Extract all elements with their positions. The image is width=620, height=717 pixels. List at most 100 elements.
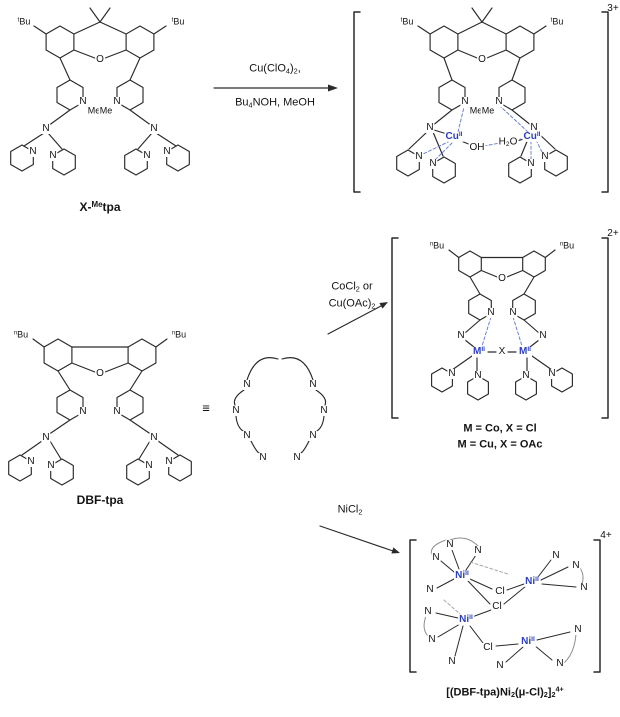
tbu-base: Bu — [19, 16, 31, 27]
n-atom-label: N — [78, 96, 88, 107]
n-atom-label: N — [28, 146, 38, 157]
me-label: Me — [480, 105, 496, 116]
nbu-label: nBu — [12, 330, 30, 340]
tbu-label: tBu — [16, 16, 32, 27]
o-atom-label: O — [497, 273, 507, 284]
n-atom-label: N — [494, 96, 504, 107]
tbu-label: tBu — [170, 16, 186, 27]
me-label: Me — [98, 105, 114, 116]
cu-base: Cu — [445, 131, 459, 143]
n-atom-label: N — [162, 146, 172, 157]
product3-charge: 4+ — [600, 530, 612, 541]
cl-atom-label: Cl — [482, 642, 494, 653]
n-atom-label: N — [414, 151, 424, 162]
tbu-label: tBu — [549, 16, 565, 27]
n-atom-label: N — [231, 405, 241, 416]
nbu-base: Bu — [175, 329, 187, 340]
ni-sup: II — [531, 635, 535, 643]
n-atom-label: N — [573, 624, 583, 635]
n-atom-label: N — [508, 307, 518, 318]
reactant1-name: X-Metpa — [80, 201, 121, 213]
n-atom-label: N — [242, 430, 252, 441]
me-label: Me — [86, 105, 102, 116]
n-atom-label: N — [144, 460, 154, 471]
n-atom-label: N — [425, 122, 435, 133]
tbu-sup: t — [400, 17, 403, 24]
txt-sub: 2 — [355, 284, 360, 294]
reactant2-name: DBF-tpa — [76, 493, 124, 507]
nbu-base: Bu — [563, 240, 575, 251]
cu-metal-label: CuII — [444, 130, 464, 143]
txt: , — [297, 62, 301, 75]
n-atom-label: N — [579, 582, 589, 593]
tbu-sup: t — [550, 17, 553, 24]
ni-metal-label: NiII — [520, 635, 536, 648]
tbu-base: Bu — [552, 16, 564, 27]
n-atom-label: N — [571, 560, 581, 571]
product3-skeleton — [409, 537, 601, 673]
n-atom-label: N — [551, 550, 561, 561]
nbu-sup: n — [171, 330, 176, 337]
p3-sub1: 2 — [510, 690, 516, 700]
n-atom-label: N — [427, 634, 437, 645]
n-atom-label: N — [486, 307, 496, 318]
txt: NiCl — [337, 503, 359, 516]
tbu-sup: t — [171, 17, 174, 24]
reaction1-conditions-line1: Cu(ClO4)2, — [249, 63, 301, 74]
m-base: M — [472, 346, 482, 358]
n-atom-label: N — [423, 606, 433, 617]
n-atom-label: N — [526, 158, 536, 169]
ni-base: Ni — [455, 570, 466, 582]
cu-sup: II — [458, 130, 463, 138]
equivalence-symbol: ≡ — [202, 400, 210, 416]
n-atom-label: N — [242, 379, 252, 390]
p3-s1: [(DBF-tpa)Ni — [446, 686, 511, 699]
o-atom-label: O — [95, 368, 105, 379]
txt: CoCl — [331, 280, 356, 293]
n-atom-label: N — [538, 330, 548, 341]
n-atom-label: N — [428, 158, 438, 169]
oh-label: OH — [468, 142, 486, 153]
txt-sub: 4 — [285, 66, 290, 76]
txt-sub: 2 — [371, 301, 376, 311]
product1-charge: 3+ — [607, 3, 619, 14]
n-atom-label: N — [26, 456, 36, 467]
m-sup: II — [527, 345, 532, 353]
n-atom-label: N — [41, 123, 51, 134]
n-atom-label: N — [48, 150, 58, 161]
n-atom-label: N — [149, 123, 159, 134]
reaction1-conditions-line2: Bu4NOH, MeOH — [235, 97, 315, 108]
ni-base: Ni — [459, 614, 470, 626]
cu-base: Cu — [523, 131, 537, 143]
reaction2-conditions-line1: CoCl2 or — [331, 281, 372, 292]
tpa-cartoon — [233, 357, 327, 454]
tbu-base: Bu — [173, 16, 185, 27]
tbu-sup: t — [17, 17, 20, 24]
txt: ) — [289, 62, 294, 75]
cl-atom-label: Cl — [494, 586, 506, 597]
cu-sup: II — [536, 130, 541, 138]
n-atom-label: N — [540, 151, 550, 162]
txt-sub: 4 — [248, 100, 253, 110]
product1-skeleton — [353, 7, 609, 193]
h2o-label: H2O — [497, 137, 519, 149]
txt: Cu(ClO — [249, 62, 286, 75]
n-atom-label: N — [425, 584, 435, 595]
txt: Cu(OAc) — [328, 297, 372, 310]
n-atom-label: N — [431, 552, 441, 563]
n-atom-label: N — [447, 368, 457, 379]
cu-metal-label: CuII — [522, 130, 542, 143]
ni-sup: II — [465, 569, 469, 577]
txt-sub: 2 — [293, 66, 298, 76]
n-atom-label: N — [473, 370, 483, 381]
reaction3-conditions-line1: NiCl2 — [338, 504, 363, 515]
nbu-sup: n — [429, 241, 434, 248]
n-atom-label: N — [149, 432, 159, 443]
p3-sup4: 4+ — [555, 684, 564, 694]
txt-sub: 2 — [358, 507, 363, 517]
product2-skeleton — [391, 237, 609, 419]
reaction1-arrow — [213, 84, 338, 92]
o-atom-label: O — [95, 54, 105, 65]
